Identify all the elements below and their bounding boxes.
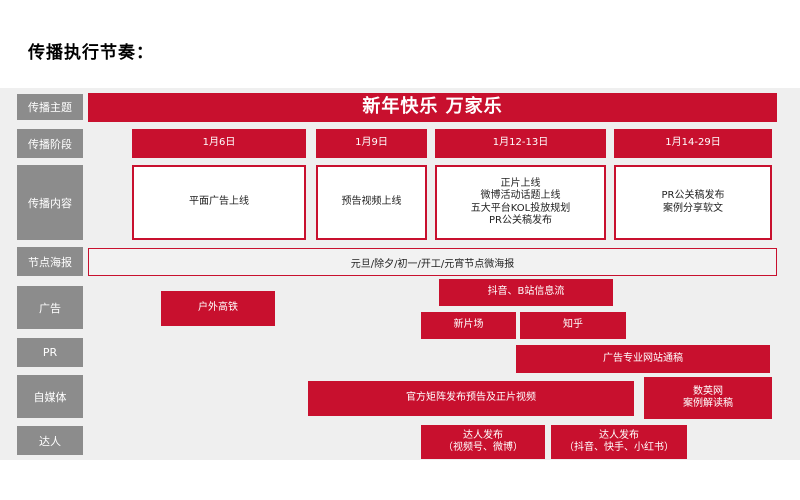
ad-zhihu: 知乎	[520, 312, 626, 339]
phase-jan-14-29: 1月14-29日	[614, 129, 772, 158]
page-title: 传播执行节奏：	[28, 43, 154, 63]
self-media-shuying: 数英网 案例解读稿	[644, 377, 772, 419]
ad-xinpianchang: 新片场	[421, 312, 516, 339]
row-label-ads: 广告	[17, 286, 83, 329]
row-label-poster: 节点海报	[17, 247, 83, 276]
content-print-ad: 平面广告上线	[132, 165, 306, 240]
poster-bar: 元旦/除夕/初一/开工/元宵节点微海报	[88, 248, 777, 276]
row-label-pr: PR	[17, 338, 83, 367]
content-pr-case: PR公关稿发布 案例分享软文	[614, 165, 772, 240]
theme-banner: 新年快乐 万家乐	[88, 93, 777, 122]
content-teaser-video: 预告视频上线	[316, 165, 427, 240]
row-label-phase: 传播阶段	[17, 129, 83, 158]
phase-jan-9: 1月9日	[316, 129, 427, 158]
row-label-kol: 达人	[17, 426, 83, 455]
phase-jan-6: 1月6日	[132, 129, 306, 158]
phase-jan-12-13: 1月12-13日	[435, 129, 606, 158]
pr-press-release: 广告专业网站通稿	[516, 345, 770, 373]
ad-outdoor-rail: 户外高铁	[161, 291, 275, 326]
kol-group-1: 达人发布 （视频号、微博）	[421, 425, 545, 459]
row-label-self-media: 自媒体	[17, 375, 83, 418]
self-media-official: 官方矩阵发布预告及正片视频	[308, 381, 634, 416]
row-label-theme: 传播主题	[17, 94, 83, 120]
ad-douyin-bilibili: 抖音、B站信息流	[439, 279, 613, 306]
kol-group-2: 达人发布 （抖音、快手、小红书）	[551, 425, 687, 459]
content-launch-plan: 正片上线 微博活动话题上线 五大平台KOL投放规划 PR公关稿发布	[435, 165, 606, 240]
row-label-content: 传播内容	[17, 165, 83, 240]
